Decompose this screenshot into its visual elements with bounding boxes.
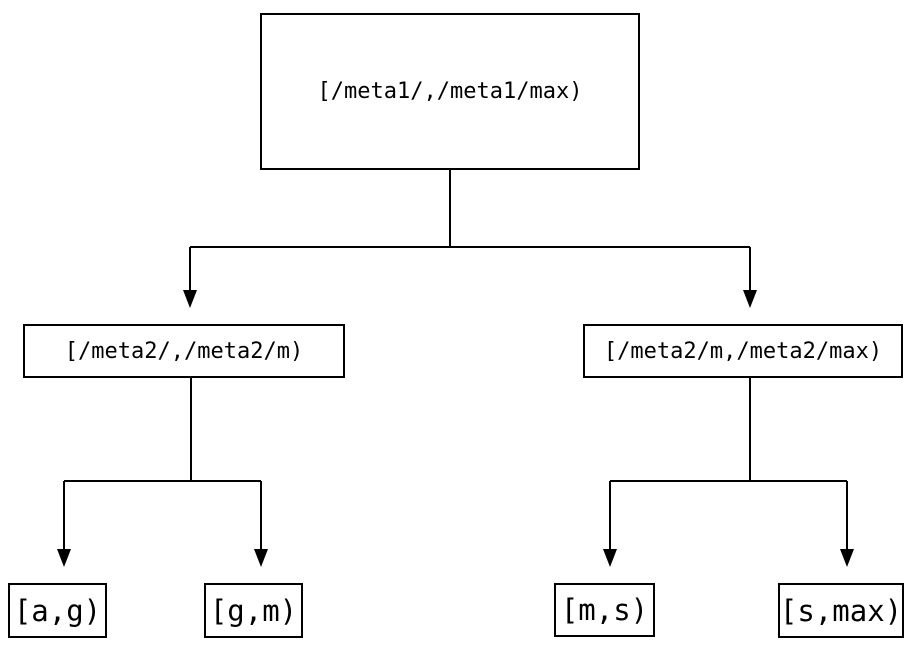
tree-node-meta2-low-label: [/meta2/,/meta2/m) [64,338,304,364]
tree-node-leaf-gm-label: [g,m) [209,593,298,628]
tree-node-leaf-ag-label: [a,g) [13,593,102,628]
arrowhead-meta2-high [743,290,757,308]
tree-node-leaf-ms: [m,s) [554,583,655,637]
arrowhead-leaf-smax [840,549,854,567]
tree-node-leaf-smax: [s,max) [778,583,904,638]
tree-node-meta2-high-label: [/meta2/m,/meta2/max) [603,338,883,364]
tree-node-meta2-high: [/meta2/m,/meta2/max) [583,324,903,378]
arrowhead-leaf-ms [603,549,617,567]
tree-node-leaf-smax-label: [s,max) [779,593,903,628]
edge-meta2high-to-leaves [609,378,848,550]
arrowhead-leaf-ag [57,549,71,567]
tree-node-leaf-gm: [g,m) [204,583,303,638]
tree-node-meta2-low: [/meta2/,/meta2/m) [23,324,345,378]
tree-node-root: [/meta1/,/meta1/max) [260,13,640,170]
tree-node-root-label: [/meta1/,/meta1/max) [317,79,583,104]
arrowhead-meta2-low [183,290,197,308]
tree-node-leaf-ag: [a,g) [8,583,107,638]
edge-meta2low-to-leaves [63,378,262,550]
edge-root-to-level2 [189,170,751,291]
tree-node-leaf-ms-label: [m,s) [560,593,649,627]
arrowhead-leaf-gm [254,549,268,567]
